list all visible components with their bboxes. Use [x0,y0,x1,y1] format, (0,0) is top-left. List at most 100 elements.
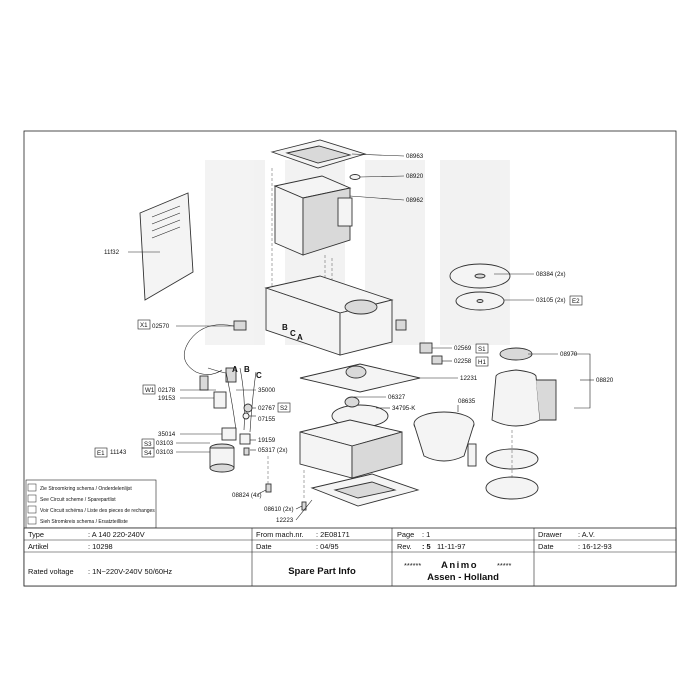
part-label-02258: 02258 [454,358,472,365]
knob-part [349,174,361,180]
hose-c [249,371,257,433]
ref-x1: X1 [137,319,151,330]
part-label-35000: 35000 [258,387,276,394]
hose-letter-c: C [290,329,296,338]
ref-h1: H1 [475,356,489,367]
ref-w1: W1 [142,384,156,395]
legend: Zie Stroomkring schema / Onderdelenlijst… [25,479,157,529]
hose-letter-a: A [297,333,303,342]
leader-lines [128,153,594,521]
rev-label: Rev. [397,542,412,551]
hose-b [239,367,245,431]
type-label: Type [28,530,44,539]
ref-e1: E1 [94,447,108,458]
carafe-lid-part [485,448,539,470]
part-label-08963: 08963 [406,153,424,160]
part-label-07155: 07155 [258,416,276,423]
part-label-11f32: 11f32 [104,249,120,256]
part-label-03103-b: 03103 [156,449,174,456]
screw-05317-part [243,447,250,456]
part-label-12231: 12231 [460,375,478,382]
part-label-06327: 06327 [388,394,406,401]
valve-02767-part [243,403,253,413]
part-label-08970: 08970 [560,351,578,358]
company-stars-right: ***** [497,561,512,570]
part-label-19153: 19153 [158,395,176,402]
switch-s1-part [419,342,433,354]
date2-value: : 16-12-93 [578,542,612,551]
hose-letter-a2: A [232,365,238,374]
page-value: : 1 [422,530,430,539]
ref-s3: S3 [141,438,155,449]
heater-part [345,365,367,379]
hose-a [225,371,237,431]
connector-35014-part [221,427,237,441]
ref-s1: S1 [475,343,489,354]
rev-date: 11-11-97 [437,542,466,551]
cord-part [183,320,247,391]
lamp-h1-part [431,355,443,365]
side-panel-part [139,192,194,301]
water-tank-part [273,175,353,256]
svg-text:E2: E2 [572,298,580,305]
from-label: From mach.nr. [256,530,304,539]
svg-text:S4: S4 [144,450,152,457]
svg-text:S2: S2 [280,405,288,412]
page-label: Page [397,530,414,539]
bottom-plate-part [310,473,420,507]
housing-part [264,275,407,356]
part-label-11143: 11143 [110,449,127,456]
part-label-35014: 35014 [158,431,176,438]
part-label-02767: 02767 [258,405,276,412]
part-label-08824: 08824 (4x) [232,492,262,499]
artikel-label: Artikel [28,542,49,551]
part-label-19159: 19159 [258,437,276,444]
rev-number: : 5 [422,542,431,551]
part-label-03103-a: 03103 [156,440,174,447]
ref-s4: S4 [141,447,155,458]
part-label-05317: 05317 (2x) [258,447,288,454]
part-label-03105: 03105 (2x) [536,297,566,304]
svg-text:W1: W1 [145,387,155,394]
svg-text:E1: E1 [97,450,105,457]
carafe-base-part [485,476,539,500]
drawer-label: Drawer [538,530,562,539]
from-value: : 2E08171 [316,530,350,539]
voltage-value: : 1N~220V-240V 50/60Hz [88,567,172,576]
base-part [299,419,403,479]
part-label-12223: 12223 [276,517,294,524]
bracket-19159-part [239,433,251,445]
sheet-title: Spare Part Info [288,566,356,577]
company-location: Assen - Holland [427,572,499,583]
hose-letter-c2: C [256,371,262,380]
company-name: Animo [441,560,478,571]
part-label-02570: 02570 [152,323,170,330]
legend-line-fr: Voir Circuit schéma / Liste des pieces d… [40,508,155,514]
part-label-08635: 08635 [458,398,476,405]
screw-08610-part [301,501,307,511]
part-label-34795-k: 34795-K [392,405,416,412]
hose-letter-b2: B [244,365,250,374]
company-stars-left: ****** [404,561,421,570]
lid-03105-knob [476,299,484,303]
drawer-value: : A.V. [578,530,595,539]
type-value: : A 140 220-240V [88,530,145,539]
date-label: Date [256,542,272,551]
carafe-part [491,347,557,427]
legend-line-de: Sieh Stromkreis schema / Ersatzteilliste [40,519,128,525]
lid-08384-knob [474,273,486,279]
part-label-08820: 08820 [596,377,614,384]
hose-letter-b: B [282,323,288,332]
svg-text:S3: S3 [144,441,152,448]
ref-e2: E2 [569,295,583,306]
title-block: Type : A 140 220-240V Artikel : 10298 Fr… [23,527,677,587]
part-label-02178: 02178 [158,387,176,394]
part-label-02569: 02569 [454,345,472,352]
tube-19153-part [213,391,227,409]
part-label-08962: 08962 [406,197,424,204]
date-value: : 04/95 [316,542,339,551]
voltage-label: Rated voltage [28,567,74,576]
foot-08824-part [265,483,272,493]
part-label-08384: 08384 (2x) [536,271,566,278]
